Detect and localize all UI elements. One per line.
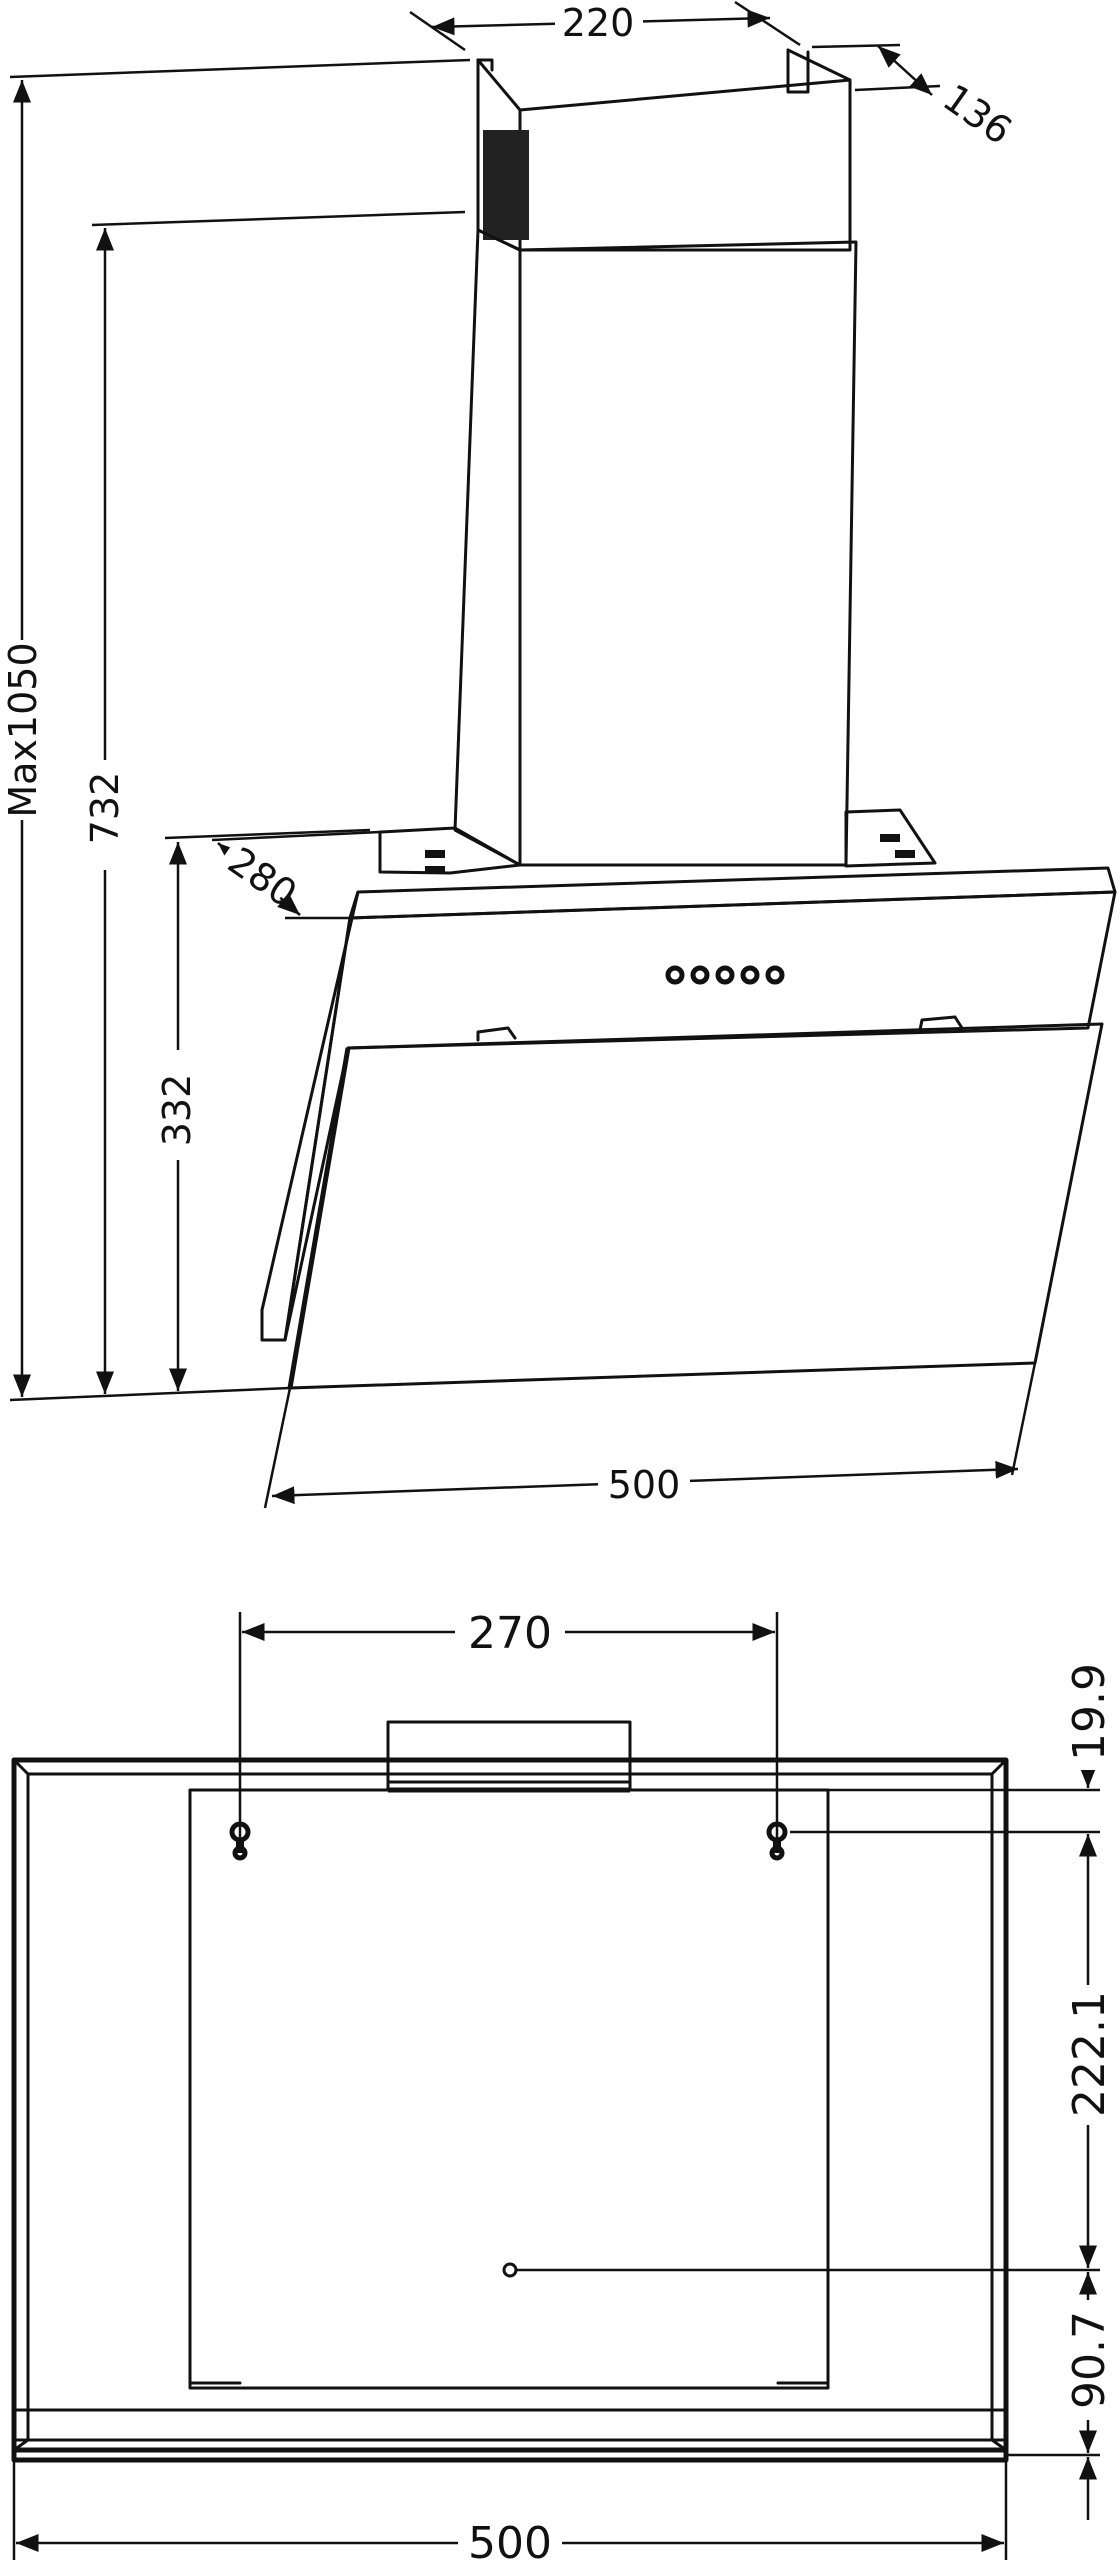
lower-chimney (453, 228, 858, 867)
top-offset-label: 19.9 (1064, 1663, 1115, 1761)
dim-hole-spacing: 270 (238, 1605, 779, 1838)
dim-right-stack: 19.9 222.1 90.7 (516, 1660, 1115, 2520)
side-view: 220 136 Max1050 732 332 (1, 0, 1117, 1509)
mounting-plate (188, 1788, 830, 2390)
dim-hood-width: 500 (263, 1362, 1037, 1509)
center-hole (502, 2262, 518, 2278)
hood-body (260, 890, 1117, 1342)
hole-spacing-label: 270 (468, 1608, 552, 1659)
dim-hood-height: 332 (155, 828, 371, 1391)
hole-to-center-label: 222.1 (1064, 1991, 1115, 2117)
front-chimney (386, 1720, 632, 1792)
chimney-width-label: 220 (562, 1, 635, 45)
dim-chimney-width: 220 (409, 0, 801, 52)
mount-brackets (378, 808, 937, 875)
glass-panel (288, 1022, 1104, 1390)
dim-chimney-depth: 136 (811, 43, 1020, 154)
dim-max-height: Max1050 (1, 58, 471, 1397)
max-height-label: Max1050 (1, 642, 45, 817)
front-outer-frame (11, 1757, 1009, 2463)
chimney-height-label: 732 (83, 772, 127, 845)
dim-total-width: 500 (12, 2460, 1008, 2563)
total-width-label: 500 (468, 2518, 552, 2563)
control-buttons (665, 965, 785, 985)
hood-width-label: 500 (608, 1463, 681, 1507)
upper-chimney (476, 48, 852, 252)
front-view: 270 19.9 222.1 90.7 500 (11, 1605, 1115, 2563)
hood-height-label: 332 (155, 1074, 199, 1147)
vent-grille (483, 130, 529, 240)
chimney-depth-label: 136 (935, 76, 1020, 154)
baseline (9, 1386, 291, 1402)
center-to-bottom-label: 90.7 (1064, 2311, 1115, 2409)
dim-chimney-height: 732 (83, 210, 466, 1394)
hood-top (348, 866, 1117, 920)
